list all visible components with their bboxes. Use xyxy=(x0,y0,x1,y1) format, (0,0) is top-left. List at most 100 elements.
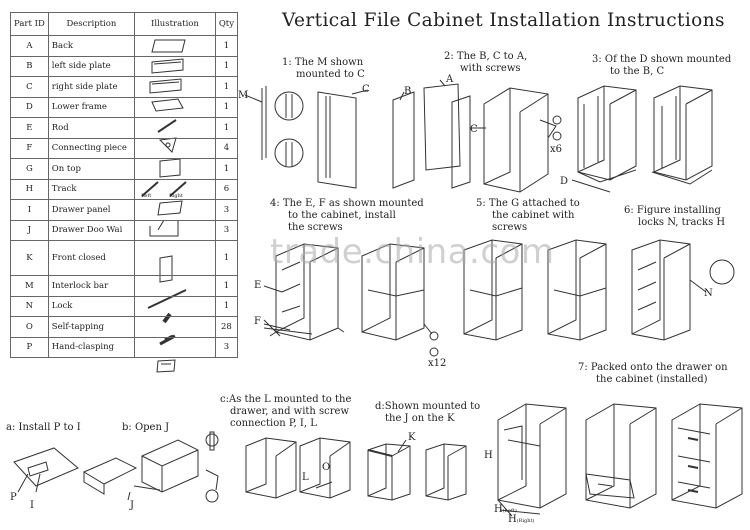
part-description: Self-tapping xyxy=(47,316,136,338)
step1-line1: 1: The M shown xyxy=(282,57,364,68)
callout-d-step3: D xyxy=(560,176,569,187)
part-qty: 1 xyxy=(214,96,239,118)
part-description: Back xyxy=(47,35,136,57)
part-id: E xyxy=(10,117,49,139)
step6-illustration xyxy=(631,239,735,341)
step4-illustration xyxy=(263,243,439,357)
callout-h-right-letter: H xyxy=(508,514,517,525)
part-description: Drawer panel xyxy=(47,199,136,221)
part-illustration xyxy=(134,199,216,221)
part-illustration xyxy=(134,158,216,180)
callout-n-step6: N xyxy=(704,288,713,299)
callout-h-left-letter: H xyxy=(494,504,503,515)
step3-line2: to the B, C xyxy=(610,66,665,77)
part-illustration xyxy=(134,35,216,57)
callout-o-step-c: O xyxy=(322,462,331,473)
step7-line2: the cabinet (installed) xyxy=(596,374,708,385)
step-b-line1: b: Open J xyxy=(122,422,170,433)
part-description: Track xyxy=(47,178,136,200)
step-a-line1: a: Install P to I xyxy=(6,422,81,433)
part-id: B xyxy=(10,55,49,77)
step2-illustration xyxy=(392,79,562,193)
part-description: Drawer Doo Wai xyxy=(47,219,136,241)
part-qty: 1 xyxy=(214,295,239,317)
step-c-line1: c:As the L mounted to the xyxy=(220,394,352,405)
part-description: Lock xyxy=(47,295,136,317)
callout-c-step2: C xyxy=(470,124,478,135)
step5-line1: 5: The G attached to xyxy=(476,198,580,209)
step6-line2: locks N, tracks H xyxy=(638,217,726,228)
part-qty: 3 xyxy=(214,336,239,358)
part-illustration xyxy=(134,76,216,98)
part-id: C xyxy=(10,76,49,98)
step4-line1: 4: The E, F as shown mounted xyxy=(270,198,424,209)
step3-line1: 3: Of the D shown mounted xyxy=(592,54,732,65)
part-id: N xyxy=(10,295,49,317)
part-qty: 1 xyxy=(214,76,239,98)
part-id: A xyxy=(10,35,49,57)
part-id: F xyxy=(10,137,49,159)
callout-k-step-d: K xyxy=(408,432,416,443)
part-illustration xyxy=(134,275,216,297)
part-id: H xyxy=(10,178,49,200)
parts-table-header: Part ID Description Illustration Qty xyxy=(10,12,239,36)
callout-b-step2: B xyxy=(404,86,412,97)
step5-illustration xyxy=(463,239,607,341)
part-qty: 1 xyxy=(214,117,239,139)
part-qty: 4 xyxy=(214,137,239,159)
callout-f-step4: F xyxy=(254,316,261,327)
step-d-line2: the J on the K xyxy=(385,413,455,424)
part-id: J xyxy=(10,219,49,241)
header-part-id: Part ID xyxy=(10,12,49,36)
callout-c-step1: C xyxy=(362,84,370,95)
part-description: Hand-clasping xyxy=(47,336,136,358)
part-id: D xyxy=(10,96,49,118)
part-illustration xyxy=(134,336,216,358)
callout-p-step-a: P xyxy=(10,492,17,503)
part-qty: 1 xyxy=(214,275,239,297)
track-right-label: Right xyxy=(169,193,183,199)
part-illustration xyxy=(134,240,216,276)
step-c-illustration xyxy=(205,431,351,503)
callout-i-step-a: I xyxy=(30,500,34,511)
part-id: G xyxy=(10,158,49,180)
step-d-illustration xyxy=(367,439,467,501)
step5-line3: screws xyxy=(492,222,528,233)
part-illustration xyxy=(134,295,216,317)
callout-m: M xyxy=(238,90,249,101)
part-illustration xyxy=(134,117,216,139)
step-b-caption: b: Open J xyxy=(122,422,169,434)
part-description: Lower frame xyxy=(47,96,136,118)
part-id: P xyxy=(10,336,49,358)
callout-h-left-sub: (Left) xyxy=(502,508,517,514)
step-c-line3: connection P, I, L xyxy=(230,418,317,429)
callout-l-step-c: L xyxy=(302,472,309,483)
step-a-caption: a: Install P to I xyxy=(6,422,81,434)
part-description: Connecting piece xyxy=(47,137,136,159)
part-id: M xyxy=(10,275,49,297)
part-qty: 28 xyxy=(214,316,239,338)
header-description: Description xyxy=(47,12,136,36)
step2-caption: 2: The B, C to A,with screws xyxy=(444,51,527,75)
step1-line2: mounted to C xyxy=(296,69,365,80)
part-illustration xyxy=(134,55,216,77)
part-illustration xyxy=(134,316,216,338)
step6-line1: 6: Figure installing xyxy=(624,205,721,216)
header-illustration: Illustration xyxy=(134,12,216,36)
